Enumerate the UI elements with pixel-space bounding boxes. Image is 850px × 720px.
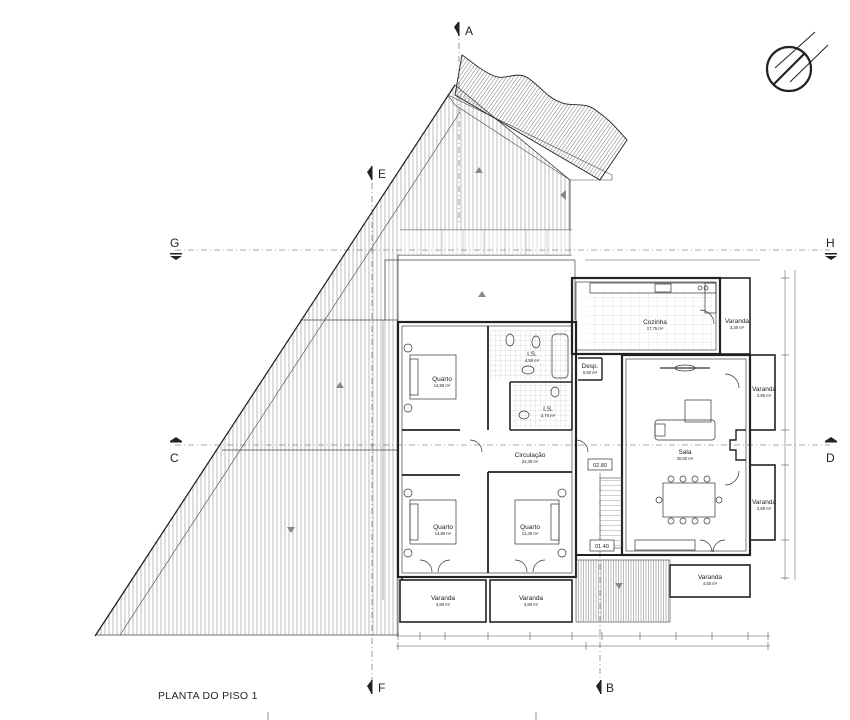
- room-name-varanda-kitchen: Varanda: [725, 318, 749, 325]
- room-name-varanda-bm: Varanda: [519, 595, 543, 602]
- room-area-varanda-kitchen: 3,30 m²: [730, 325, 745, 330]
- room-name-cozinha: Cozinha: [643, 319, 667, 326]
- room-area-sala: 30,00 m²: [677, 456, 694, 461]
- roof-terrain: [94, 54, 628, 637]
- drawing-title: PLANTA DO PISO 1: [158, 690, 258, 702]
- section-lines: [175, 30, 830, 690]
- room-area-quarto-bm: 12,40 m²: [522, 531, 539, 536]
- room-name-varanda-bl: Varanda: [431, 595, 455, 602]
- room-name-varanda-sala-top: Varanda: [752, 386, 776, 393]
- north-arrow-icon: [765, 31, 829, 93]
- bathroom-lower-floor: [512, 384, 570, 428]
- stairs: [599, 477, 623, 549]
- room-area-circulacao: 22,40 m²: [522, 459, 539, 464]
- section-label-d: D: [826, 451, 835, 465]
- room-name-is-lower: I.S.: [543, 406, 553, 413]
- room-name-varanda-sala-bottom: Varanda: [752, 499, 776, 506]
- room-area-desp: 0,80 m²: [583, 370, 598, 375]
- room-area-quarto-top: 14,80 m²: [434, 383, 451, 388]
- section-label-f: F: [378, 681, 385, 695]
- section-label-h: H: [826, 236, 835, 250]
- room-name-quarto-top: Quarto: [432, 376, 452, 383]
- room-name-desp: Desp.: [582, 363, 599, 370]
- room-area-varanda-sala-bottom: 2,80 m²: [757, 506, 772, 511]
- room-name-sala: Sala: [678, 449, 691, 456]
- level-tag-upper-box: [587, 458, 613, 471]
- level-tag-lower-box: [589, 539, 615, 552]
- dimension-ticks: [397, 277, 789, 650]
- room-area-varanda-br: 4,50 m²: [703, 581, 718, 586]
- section-label-a: A: [465, 24, 473, 38]
- terrace-slope-arrow-icon: [615, 583, 623, 589]
- room-area-varanda-bm: 4,80 m²: [524, 602, 539, 607]
- room-name-is-upper: I.S.: [527, 351, 537, 358]
- kitchen-floor: [588, 292, 712, 350]
- dimension-lines: [382, 259, 796, 647]
- furniture: [403, 282, 740, 573]
- room-name-quarto-bl: Quarto: [433, 524, 453, 531]
- level-tag-upper: 02.80: [593, 463, 607, 469]
- section-arrows: [170, 22, 837, 694]
- bathroom-upper-floor: [490, 330, 570, 380]
- room-name-circulacao: Circulação: [515, 452, 546, 459]
- section-label-e: E: [378, 167, 386, 181]
- terrace-lower: [575, 559, 671, 623]
- room-name-quarto-bm: Quarto: [520, 524, 540, 531]
- room-name-varanda-br: Varanda: [698, 574, 722, 581]
- level-tag-lower: 01.40: [595, 544, 609, 550]
- section-label-c: C: [170, 451, 179, 465]
- room-area-quarto-bl: 14,80 m²: [435, 531, 452, 536]
- section-label-g: G: [170, 236, 179, 250]
- room-area-varanda-bl: 4,80 m²: [436, 602, 451, 607]
- room-area-is-lower: 3,70 m²: [541, 413, 556, 418]
- room-area-is-upper: 4,50 m²: [525, 358, 540, 363]
- room-area-varanda-sala-top: 2,80 m²: [757, 393, 772, 398]
- room-area-cozinha: 17,75 m²: [647, 326, 664, 331]
- section-label-b: B: [606, 681, 614, 695]
